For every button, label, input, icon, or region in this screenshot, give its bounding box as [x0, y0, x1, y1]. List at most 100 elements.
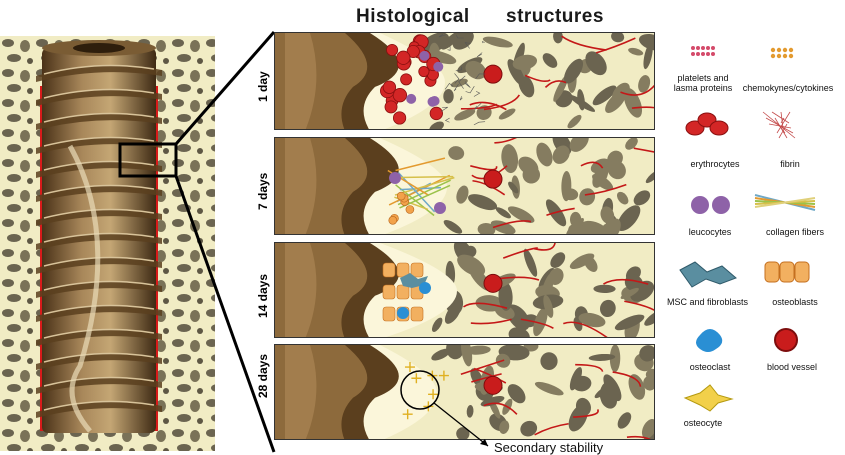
osteoblast — [410, 262, 424, 278]
bone-pore — [446, 345, 464, 360]
bone-pore — [536, 142, 553, 167]
bone-pore — [633, 190, 651, 206]
bone-pore — [624, 274, 644, 292]
bone-pore — [564, 58, 584, 84]
bone-pore — [443, 219, 463, 234]
collagen-fibers-icon — [754, 194, 816, 211]
bone-pore — [566, 218, 584, 234]
bone-pore — [601, 223, 619, 234]
chemokines-icon — [770, 47, 794, 59]
osteoblast — [382, 306, 396, 322]
fibrin — [455, 66, 463, 72]
blood-vessel-cross-section — [483, 169, 503, 189]
erythrocyte — [392, 111, 407, 125]
leucocyte — [433, 61, 444, 72]
leucocyte — [406, 93, 417, 104]
erythrocyte — [396, 50, 411, 65]
bone-pore — [620, 287, 639, 300]
bone-pore — [465, 60, 487, 80]
legend-label-osteocyte: osteocyte — [683, 418, 723, 428]
bone-pore — [498, 108, 516, 120]
bone-pore — [507, 206, 535, 223]
panel-28-days — [274, 344, 655, 440]
msc-fibroblasts-icon — [679, 261, 737, 288]
bone-pore — [431, 348, 451, 361]
fibrin — [476, 52, 483, 58]
bone-pore — [540, 352, 558, 370]
bone-pore — [507, 384, 526, 404]
fibrin — [475, 73, 486, 79]
blood-vessel — [561, 35, 607, 51]
arrow-head-icon — [480, 439, 488, 446]
fibrin — [447, 46, 451, 51]
blood-vessel — [595, 37, 636, 54]
bone-pore — [625, 138, 638, 150]
bone-pore — [607, 160, 626, 180]
legend-icons — [679, 46, 816, 412]
collagen-fiber — [398, 175, 454, 179]
bone-pore — [614, 314, 645, 331]
bone-pore — [498, 281, 513, 311]
bone-pore — [592, 165, 609, 188]
bone-pore — [542, 53, 558, 68]
bone-pore — [616, 191, 629, 205]
blood-vessel — [470, 318, 512, 325]
blood-vessel-cross-section — [483, 273, 503, 293]
blood-vessel — [533, 243, 556, 251]
blood-vessel — [624, 300, 654, 311]
erythrocyte — [384, 100, 398, 114]
bone-pore — [457, 254, 486, 277]
osteoblast — [396, 191, 406, 201]
day-label-14: 14 days — [256, 273, 270, 318]
erythrocytes-icon — [685, 112, 729, 136]
bone-pore — [644, 310, 654, 326]
panel-7-days — [274, 137, 655, 235]
panel-14-days — [274, 242, 655, 338]
bone-pore — [454, 109, 476, 121]
bone-pore — [470, 368, 484, 387]
fibrin — [464, 42, 471, 49]
blood-vessel — [584, 183, 627, 196]
blood-vessel — [620, 84, 654, 96]
bone-pore — [553, 33, 563, 44]
bone-pore — [569, 138, 589, 152]
title-structures: structures — [506, 6, 604, 27]
bone-pore — [561, 170, 572, 202]
blood-vessel — [563, 321, 608, 337]
legend-label-chemokines: chemokynes/cytokines — [742, 83, 834, 93]
bone-pore — [567, 114, 582, 129]
osteoblast — [405, 205, 415, 214]
osteoclast — [397, 307, 409, 319]
day-label-28: 28 days — [256, 353, 270, 398]
bone-pore — [588, 353, 616, 361]
bone-pore — [572, 375, 592, 392]
blood-vessel — [496, 276, 540, 281]
blood-vessel — [502, 247, 538, 259]
panel-1-day — [274, 32, 655, 130]
fibrin — [464, 81, 471, 88]
title-histological: Histological — [356, 6, 470, 27]
fibrin — [454, 73, 460, 84]
blood-vessel — [520, 318, 554, 330]
bone-pore — [645, 170, 654, 184]
bone-pore — [512, 54, 538, 71]
bone-pore — [569, 253, 595, 270]
fibrin — [440, 106, 448, 112]
erythrocyte — [406, 44, 420, 59]
platelets-icon — [691, 46, 715, 56]
implant-in-bone-illustration — [0, 36, 215, 451]
bone-pore — [429, 121, 444, 129]
bone-pore — [518, 156, 539, 176]
bone-pore — [593, 284, 616, 293]
fibrin — [453, 84, 459, 92]
bone-pore — [552, 145, 570, 164]
bone-pore — [579, 188, 596, 206]
osteoblast — [382, 262, 396, 278]
leucocytes-icon — [691, 196, 730, 214]
bone-pore — [490, 220, 516, 234]
blood-vessel-cross-section — [483, 375, 503, 395]
bone-pore — [477, 223, 496, 234]
erythrocyte — [418, 66, 430, 78]
blood-vessel — [546, 207, 575, 217]
